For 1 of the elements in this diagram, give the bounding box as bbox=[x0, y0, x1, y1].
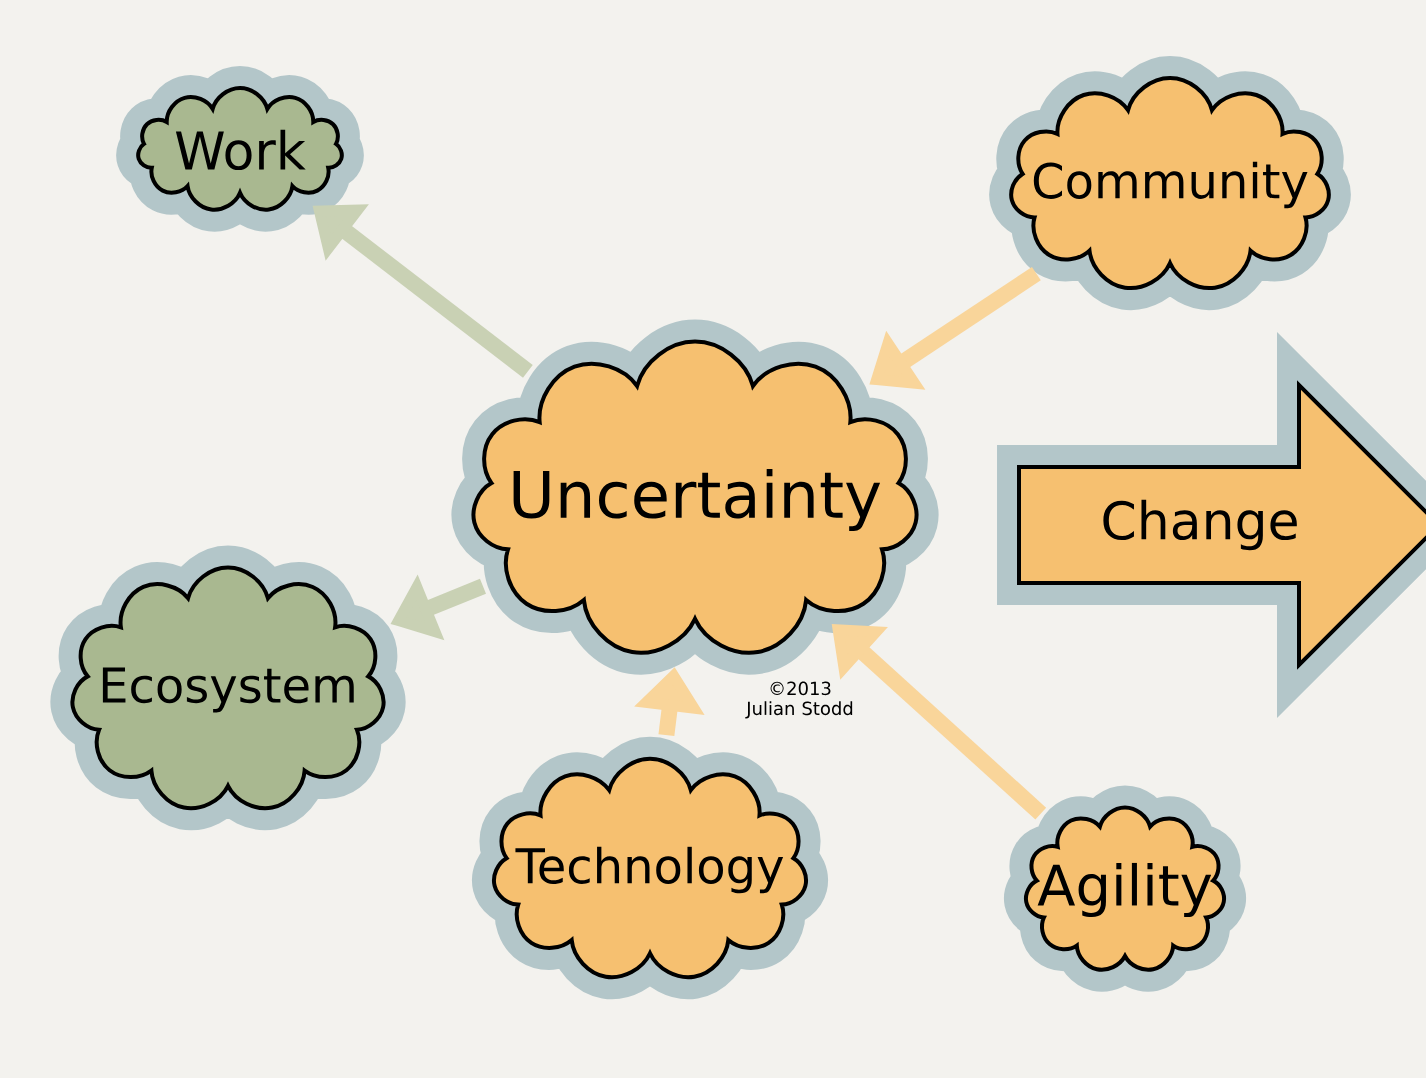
copyright-note: ©2013 Julian Stodd bbox=[745, 681, 853, 719]
